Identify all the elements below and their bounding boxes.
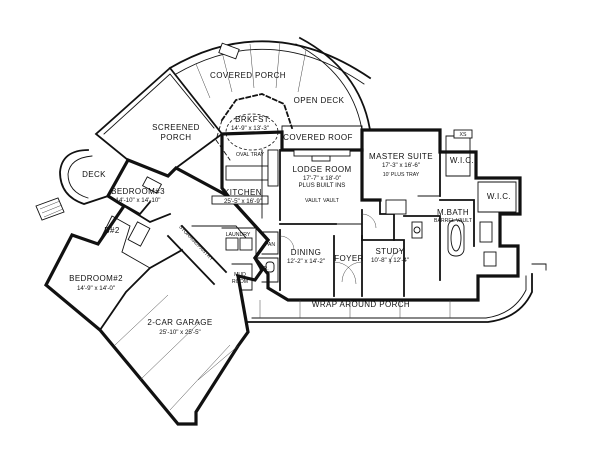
- deck-label: DECK: [82, 170, 106, 179]
- main-walls: [211, 125, 522, 302]
- bedroom3-dims: 14'-10" x 14'-10": [116, 197, 161, 204]
- bedroom2-dims: 14'-9" x 14'-0": [77, 285, 115, 292]
- screened-porch-label-1: SCREENED: [152, 123, 200, 132]
- left-deck: [35, 149, 110, 221]
- kitchen-label: KITCHEN: [224, 188, 262, 197]
- lodge-room-note: PLUS BUILT INS: [299, 182, 346, 189]
- screened-porch-label-2: PORCH: [161, 133, 192, 142]
- dining-dims: 12'-2" x 14'-2": [287, 258, 325, 265]
- covered-porch-label: COVERED PORCH: [210, 71, 286, 80]
- lodge-room-label: LODGE ROOM: [292, 165, 351, 174]
- garage-label: 2-CAR GARAGE: [147, 318, 212, 327]
- wrap-porch-label: WRAP AROUND PORCH: [312, 300, 410, 309]
- oval-tray-label: OVAL TRAY: [236, 152, 265, 158]
- study-dims: 10'-8" x 12'-4": [371, 257, 409, 264]
- brkfst-dims: 14'-9" x 13'-3": [231, 125, 269, 132]
- lodge-room-dims: 17'-7" x 18'-0": [303, 175, 341, 182]
- m-bath-label: M.BATH: [437, 208, 469, 217]
- study-label: STUDY: [375, 247, 404, 256]
- bedroom3-label: BEDROOM#3: [111, 187, 165, 196]
- vault-label-2: VAULT: [323, 198, 340, 204]
- porch-walls: [94, 36, 372, 170]
- kitchen-dims: 25'-5" x 16'-9": [224, 198, 262, 205]
- room-labels: COVERED PORCH OPEN DECK BRKFST. 14'-9" x…: [69, 71, 511, 336]
- storage-pantry-label: STORAGE/PANTRY: [177, 224, 215, 263]
- wic-2-label: W.I.C.: [487, 192, 511, 201]
- m-bath-note: BARREL VAULT: [434, 218, 473, 224]
- covered-roof-label: COVERED ROOF: [283, 133, 353, 142]
- wrap-porch: [247, 263, 547, 323]
- vault-label-1: VAULT: [305, 198, 322, 204]
- open-deck-label: OPEN DECK: [294, 96, 345, 105]
- wic-1-label: W.I.C.: [450, 156, 474, 165]
- master-suite-dims: 17'-3" x 16'-6": [382, 162, 420, 169]
- pr-label: P.R.: [259, 266, 268, 272]
- bedroom2-label: BEDROOM#2: [69, 274, 123, 283]
- laundry-label: LAUNDRY: [226, 232, 251, 238]
- mud-room-label-2: ROOM: [232, 279, 248, 285]
- brkfst-label: BRKFST.: [235, 115, 271, 124]
- mud-room-label-1: MUD: [234, 272, 246, 278]
- dining-label: DINING: [291, 248, 321, 257]
- bath2-label: B#2: [104, 226, 120, 235]
- foyer-label: FOYER: [334, 254, 364, 263]
- xs-label: XS: [460, 132, 467, 138]
- master-suite-note: 10' PLUS TRAY: [383, 172, 420, 178]
- master-suite-label: MASTER SUITE: [369, 152, 433, 161]
- pan-label: PAN: [265, 242, 276, 248]
- garage-dims: 25'-10" x 25'-5": [159, 329, 201, 336]
